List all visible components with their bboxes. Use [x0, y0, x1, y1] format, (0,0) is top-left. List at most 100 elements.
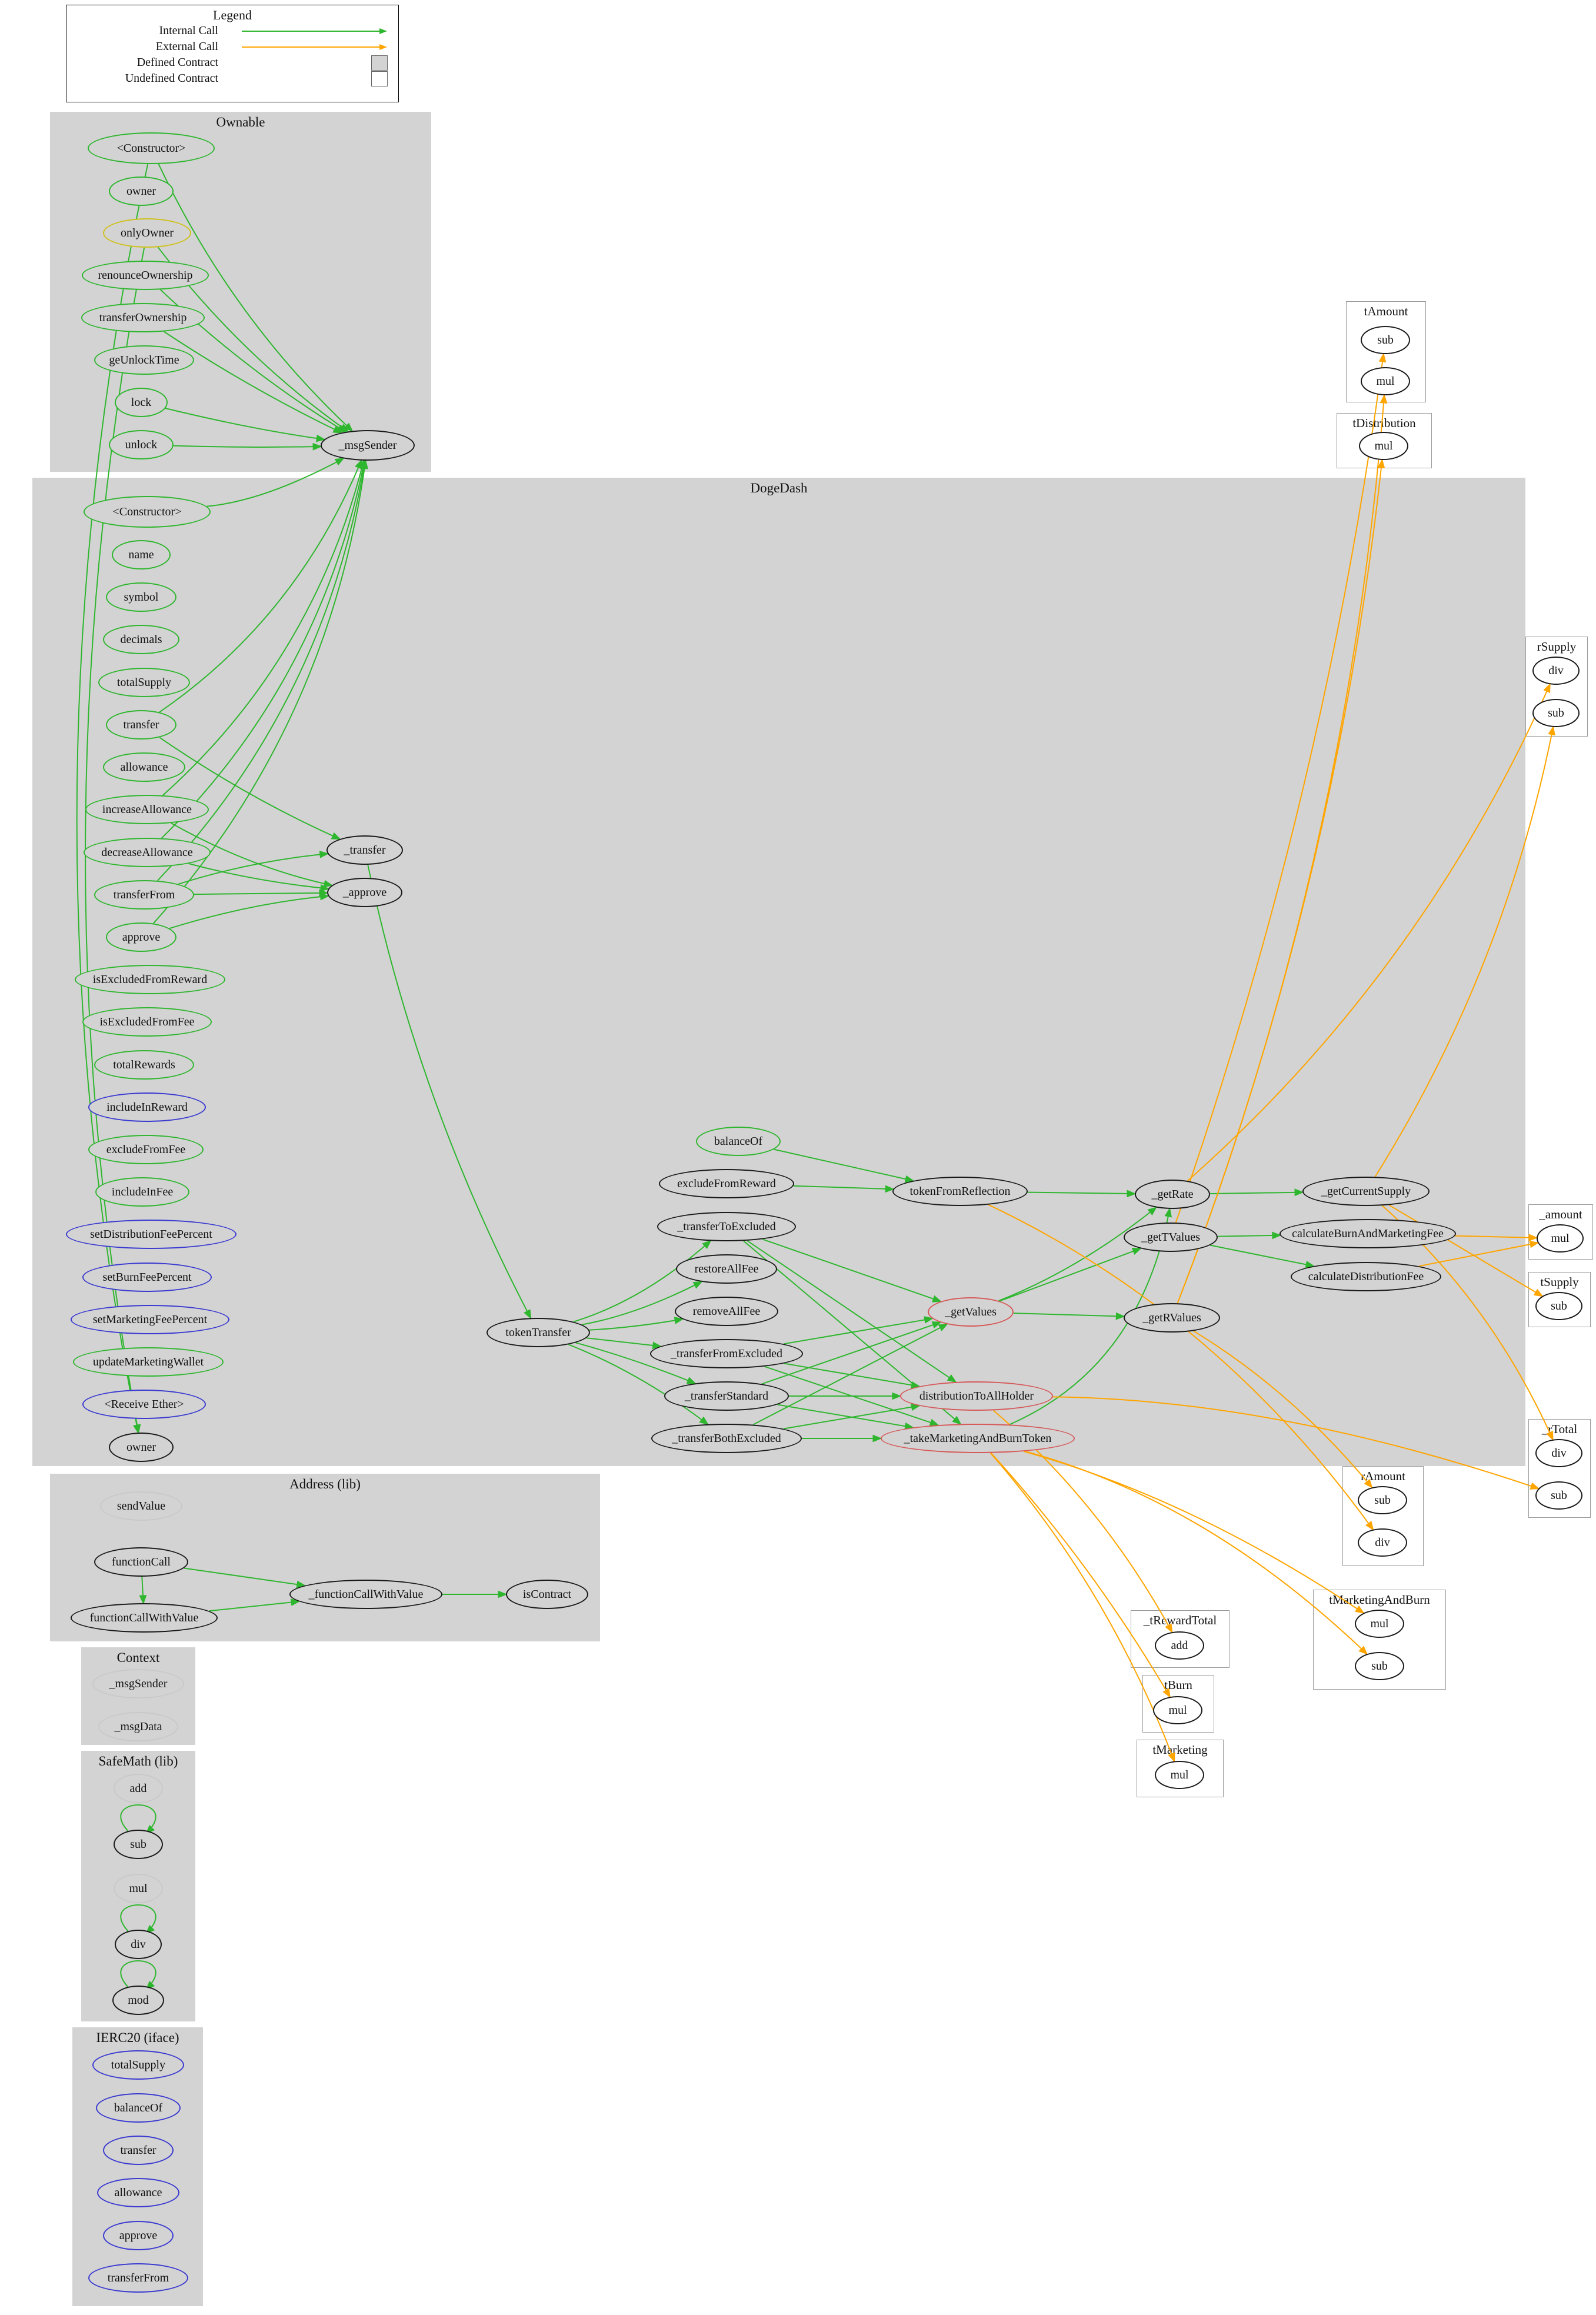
edge-dd_tokenTransfer-dd_removeAllFee — [589, 1317, 684, 1331]
cluster-ierc20: IERC20 (iface) — [72, 2027, 203, 2306]
edge-dd__getRValues-ex_tDistribution_mul — [1177, 458, 1385, 1304]
node-dd_setBurnFeePercent: setBurnFeePercent — [82, 1263, 212, 1292]
node-ie_totalSupply: totalSupply — [92, 2050, 184, 2080]
legend-item-label-0: Internal Call — [159, 24, 218, 37]
cluster-label-ownable: Ownable — [216, 115, 265, 129]
node-own_lock: lock — [115, 388, 168, 417]
edge-dd__transferToExcluded-dd__getValues — [762, 1238, 942, 1303]
node-dd_isExcludedFromReward: isExcludedFromReward — [75, 965, 225, 994]
node-dd_transferFrom: transferFrom — [94, 880, 194, 910]
node-dd_calcBurnMkt: calculateBurnAndMarketingFee — [1280, 1219, 1456, 1248]
edge-dd_tokenTransfer-dd__transferToExcluded — [573, 1240, 712, 1323]
cluster-label-ierc20: IERC20 (iface) — [96, 2030, 179, 2045]
node-dd_totalSupply: totalSupply — [98, 668, 190, 697]
legend-row-0: Internal Call — [66, 23, 398, 39]
node-dd_removeAllFee: removeAllFee — [675, 1297, 778, 1326]
edge-ad_functionCall-ad__functionCallWithValue — [184, 1567, 306, 1588]
cluster-ownable: Ownable — [50, 112, 431, 472]
node-dd__getRValues: _getRValues — [1124, 1303, 1220, 1333]
legend-swatch-icon — [371, 71, 388, 86]
node-dd_tokenFromReflection: tokenFromReflection — [892, 1177, 1028, 1206]
node-dd_includeInReward: includeInReward — [88, 1092, 206, 1122]
node-ex_tMarketing_mul: mul — [1155, 1761, 1204, 1789]
edge-sm_sub-sm_sub — [120, 1804, 156, 1834]
edge-dd__getRate-ex_rSupply_div — [1187, 683, 1551, 1181]
edge-dd_approve-dd__approve — [169, 892, 330, 930]
node-dd_isExcludedFromFee: isExcludedFromFee — [82, 1007, 212, 1037]
node-ex_tDistribution_mul: mul — [1359, 432, 1408, 460]
node-own_onlyOwner: onlyOwner — [103, 218, 191, 248]
node-dd_excludeFromFee: excludeFromFee — [88, 1135, 204, 1164]
node-ex_rAmount_div: div — [1358, 1528, 1407, 1557]
node-ex__amount_mul: mul — [1537, 1224, 1584, 1253]
node-dd_setDistributionFeePercent: setDistributionFeePercent — [66, 1220, 236, 1249]
extbox-label-tAmount: tAmount — [1364, 304, 1408, 318]
edge-dd_transferFrom-dd__approve — [194, 889, 329, 897]
extbox-label-tSupply: tSupply — [1540, 1275, 1579, 1289]
node-dd_approve: approve — [106, 922, 176, 952]
node-ex_tMB_sub: sub — [1355, 1652, 1404, 1680]
node-own_owner: owner — [109, 176, 174, 206]
edge-dd_decreaseAllowance-own_msgSender — [161, 459, 367, 839]
edge-ad_functionCallWithValue-ad__functionCallWithValue — [209, 1598, 301, 1612]
node-dd__getValues: _getValues — [928, 1297, 1014, 1327]
node-sm_div: div — [115, 1930, 162, 1959]
edge-dd__getTValues-dd_calcDist — [1210, 1244, 1315, 1268]
node-dd_setMarketingFeePercent: setMarketingFeePercent — [71, 1305, 229, 1334]
legend-arrow-icon — [242, 44, 387, 50]
edge-dd_increaseAllowance-dd__approve — [171, 822, 334, 888]
node-own_renounceOwnership: renounceOwnership — [82, 261, 209, 290]
edge-dd_increaseAllowance-own_msgSender — [162, 459, 366, 796]
edge-dd_tokenTransfer-dd__transferBothExcluded — [568, 1344, 709, 1425]
edge-dd_transferFrom-own_msgSender — [157, 459, 368, 881]
edge-dd_transferFrom-dd__transfer — [178, 851, 329, 885]
extbox-label-_amount: _amount — [1539, 1207, 1582, 1221]
node-ex_tAmount_mul: mul — [1361, 367, 1410, 395]
edge-dd__transferToExcluded-dd_distributionToAllHolder — [747, 1240, 957, 1383]
node-dd__transferToExcluded: _transferToExcluded — [657, 1212, 796, 1241]
node-ie_transfer: transfer — [103, 2136, 174, 2165]
node-own_ctor: <Constructor> — [88, 132, 215, 164]
edge-dd__transferFromExcluded-dd__takeMarketingAndBurnToken — [764, 1365, 939, 1426]
edge-ad_functionCall-ad_functionCallWithValue — [139, 1576, 147, 1605]
node-ad_functionCall: functionCall — [94, 1547, 188, 1577]
edge-dd_tokenTransfer-dd_restoreAllFee — [582, 1281, 703, 1325]
edge-dd__takeMarketingAndBurnToken-ex_tBurn_mul — [990, 1453, 1171, 1698]
legend-title: Legend — [213, 8, 252, 22]
legend-item-label-1: External Call — [155, 40, 218, 53]
node-dd__approve: _approve — [327, 878, 402, 907]
node-ad_isContract: isContract — [506, 1580, 588, 1609]
edge-own_onlyOwner-dd_owner — [85, 247, 145, 1434]
node-ex__rTotal_div: div — [1535, 1439, 1582, 1467]
edge-dd_decreaseAllowance-dd__approve — [188, 862, 330, 892]
edge-sm_div-sm_div — [120, 1904, 156, 1934]
node-dd_totalRewards: totalRewards — [94, 1050, 194, 1080]
node-dd_name: name — [112, 540, 171, 569]
node-dd_excludeFromReward: excludeFromReward — [659, 1169, 794, 1198]
edge-dd__transferFromExcluded-dd__getValues — [783, 1316, 934, 1345]
edge-dd_transfer-dd__transfer — [159, 737, 341, 840]
legend-row-2: Defined Contract — [66, 55, 398, 71]
edge-own_transferOwnership-own_msgSender — [163, 331, 343, 434]
node-dd_receive: <Receive Ether> — [82, 1390, 206, 1419]
edge-dd__getCurrentSupply-ex_tSupply_sub — [1388, 1204, 1544, 1297]
edge-dd__transfer-dd_tokenTransfer — [367, 864, 532, 1320]
edge-dd_ctor-own_msgSender — [206, 458, 345, 507]
node-own_unlock: unlock — [109, 430, 174, 459]
cluster-label-dogedash: DogeDash — [750, 481, 808, 495]
legend-row-1: External Call — [66, 39, 398, 55]
cluster-label-context: Context — [116, 1650, 160, 1665]
legend-item-label-3: Undefined Contract — [125, 72, 218, 85]
extbox-label-_tRewardTotal: _tRewardTotal — [1143, 1613, 1217, 1627]
cluster-label-safemath: SafeMath (lib) — [98, 1754, 178, 1768]
edge-dd__getValues-dd__getRate — [998, 1206, 1157, 1302]
node-sm_mul: mul — [114, 1874, 163, 1903]
edge-dd_excludeFromReward-dd_tokenFromReflection — [793, 1185, 895, 1193]
edge-dd_distributionToAllHolder-ex__rTotal_sub — [1052, 1396, 1540, 1490]
node-dd_includeInFee: includeInFee — [95, 1177, 189, 1207]
edge-dd_tokenFromReflection-ex_rAmount_div — [988, 1204, 1374, 1531]
legend-contract-swatch-2 — [226, 55, 388, 71]
edge-dd_calcDist-ex__amount_mul — [1418, 1240, 1540, 1267]
cluster-label-address: Address (lib) — [289, 1477, 361, 1491]
